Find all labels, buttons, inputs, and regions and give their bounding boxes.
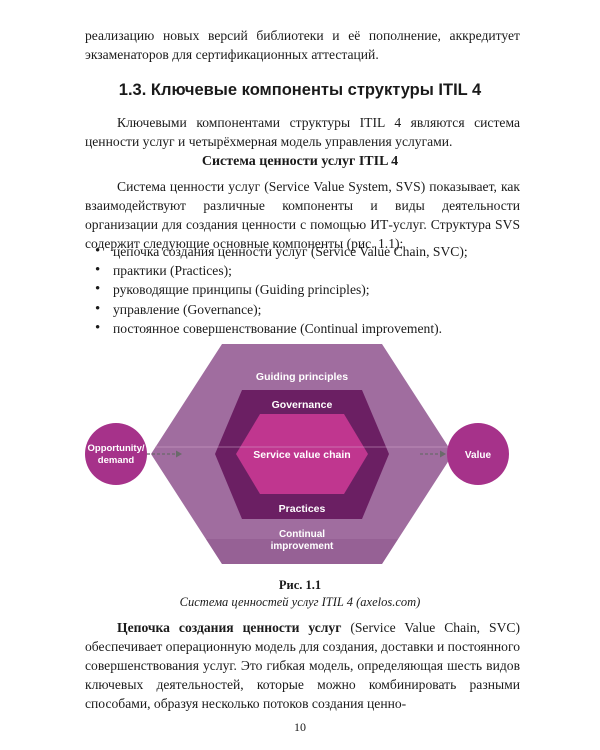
paragraph-svc-body: (Service Value Chain, SVC) обеспечивает … [85, 620, 521, 711]
value-label: Value [465, 450, 492, 461]
list-item: постоянное совершенствование (Continual … [95, 319, 468, 338]
value-circle [447, 423, 509, 485]
paragraph-components: Ключевыми компонентами структуры ITIL 4 … [85, 115, 520, 149]
components-list: цепочка создания ценности услуг (Service… [95, 242, 468, 338]
paragraph-svc: Цепочка создания ценности услуг (Service… [85, 618, 520, 713]
continual-improvement-label-line2: improvement [271, 541, 334, 552]
left-arrow [147, 450, 182, 458]
svs-diagram-svg: Guiding principles Governance Service va… [85, 344, 509, 564]
service-value-chain-label: Service value chain [253, 449, 350, 461]
subsection-heading: Система ценности услуг ITIL 4 [201, 154, 399, 169]
paragraph-svc-term: Цепочка создания ценности услуг [117, 620, 342, 635]
paragraph-intro: реализацию новых версий библиотеки и её … [85, 28, 520, 62]
section-heading: 1.3. Ключевые компоненты структуры ITIL … [118, 81, 482, 99]
practices-label: Practices [279, 503, 326, 515]
list-item: управление (Governance); [95, 300, 468, 319]
list-item: практики (Practices); [95, 261, 468, 280]
figure-caption: Система ценностей услуг ITIL 4 (axelos.c… [179, 595, 421, 609]
list-item: руководящие принципы (Guiding principles… [95, 280, 468, 299]
continual-improvement-label-line1: Continual [279, 529, 325, 540]
opportunity-label-line2: demand [98, 455, 135, 466]
value-chain-hexagon [236, 414, 368, 494]
opportunity-label-line1: Opportunity/ [88, 443, 145, 454]
governance-label: Governance [272, 399, 333, 411]
page-number: 10 [294, 720, 306, 734]
svs-diagram: Guiding principles Governance Service va… [80, 342, 525, 574]
outer-hexagon-lower-band [206, 539, 398, 564]
opportunity-demand-circle [85, 423, 147, 485]
right-arrow [420, 450, 446, 458]
figure-number: Рис. 1.1 [278, 578, 322, 592]
list-item: цепочка создания ценности услуг (Service… [95, 242, 468, 261]
guiding-principles-label: Guiding principles [256, 371, 348, 383]
